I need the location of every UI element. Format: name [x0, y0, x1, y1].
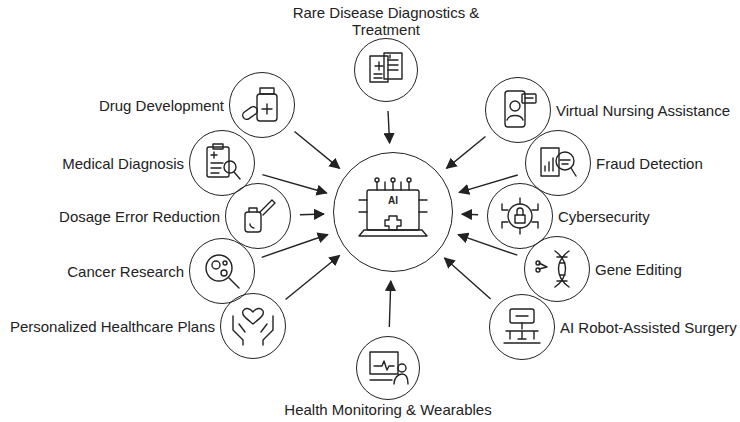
fraud-icon: [541, 148, 576, 176]
arrow-connector: [388, 111, 390, 143]
arrow-connector: [462, 213, 478, 215]
application-circle: AI Robot-Assisted Surgery: [489, 294, 555, 360]
application-circle: Gene Editing: [524, 236, 590, 302]
application-label: Virtual Nursing Assistance: [556, 102, 730, 119]
application-label: Fraud Detection: [596, 155, 703, 172]
drug-icon: [241, 88, 277, 121]
arrow-connector: [286, 256, 340, 300]
arrow-connector: [295, 132, 340, 169]
monitor-icon: [370, 352, 408, 384]
ai-chip-icon: [359, 178, 427, 236]
application-label: Personalized Healthcare Plans: [10, 318, 215, 335]
application-circle: Fraud Detection: [525, 130, 591, 196]
application-circle: Cybersecurity: [487, 183, 553, 249]
arrow-connector: [262, 175, 326, 193]
gene-icon: [536, 251, 569, 287]
arrow-connector: [262, 235, 328, 258]
application-circle: Rare Disease Diagnostics & Treatment: [354, 38, 418, 102]
application-label: Rare Disease Diagnostics & Treatment: [291, 4, 481, 38]
robot-icon: [504, 309, 540, 343]
application-label: Gene Editing: [595, 261, 682, 278]
arrow-connector: [446, 137, 485, 169]
nursing-icon: [505, 91, 536, 127]
application-label: AI Robot-Assisted Surgery: [560, 319, 737, 336]
ai-hub-circle: AI: [333, 152, 453, 272]
application-circle: Medical Diagnosis: [189, 130, 255, 196]
arrow-connector: [389, 281, 390, 327]
application-label: Drug Development: [99, 97, 224, 114]
application-label: Cybersecurity: [558, 208, 650, 225]
application-circle: Cancer Research: [189, 238, 255, 304]
application-circle: Drug Development: [229, 72, 295, 138]
arrow-connector: [445, 258, 491, 299]
arrow-connector: [300, 213, 324, 215]
application-label: Cancer Research: [67, 263, 184, 280]
application-label: Health Monitoring & Wearables: [284, 402, 491, 418]
arrow-connector: [458, 235, 517, 256]
application-label: Dosage Error Reduction: [59, 208, 220, 225]
cyber-icon: [502, 198, 538, 234]
application-circle: Virtual Nursing Assistance: [485, 77, 551, 143]
application-circle: Health Monitoring & Wearables: [356, 336, 420, 400]
application-circle: Personalized Healthcare Plans: [220, 293, 286, 359]
application-circle: Dosage Error Reduction: [225, 183, 291, 249]
dosage-icon: [245, 200, 275, 232]
diagnosis-icon: [207, 144, 240, 179]
plans-icon: [233, 308, 273, 345]
cancer-icon: [206, 255, 239, 288]
application-label: Medical Diagnosis: [62, 155, 184, 172]
chip-label: AI: [387, 195, 399, 207]
rare-disease-icon: [370, 53, 402, 82]
